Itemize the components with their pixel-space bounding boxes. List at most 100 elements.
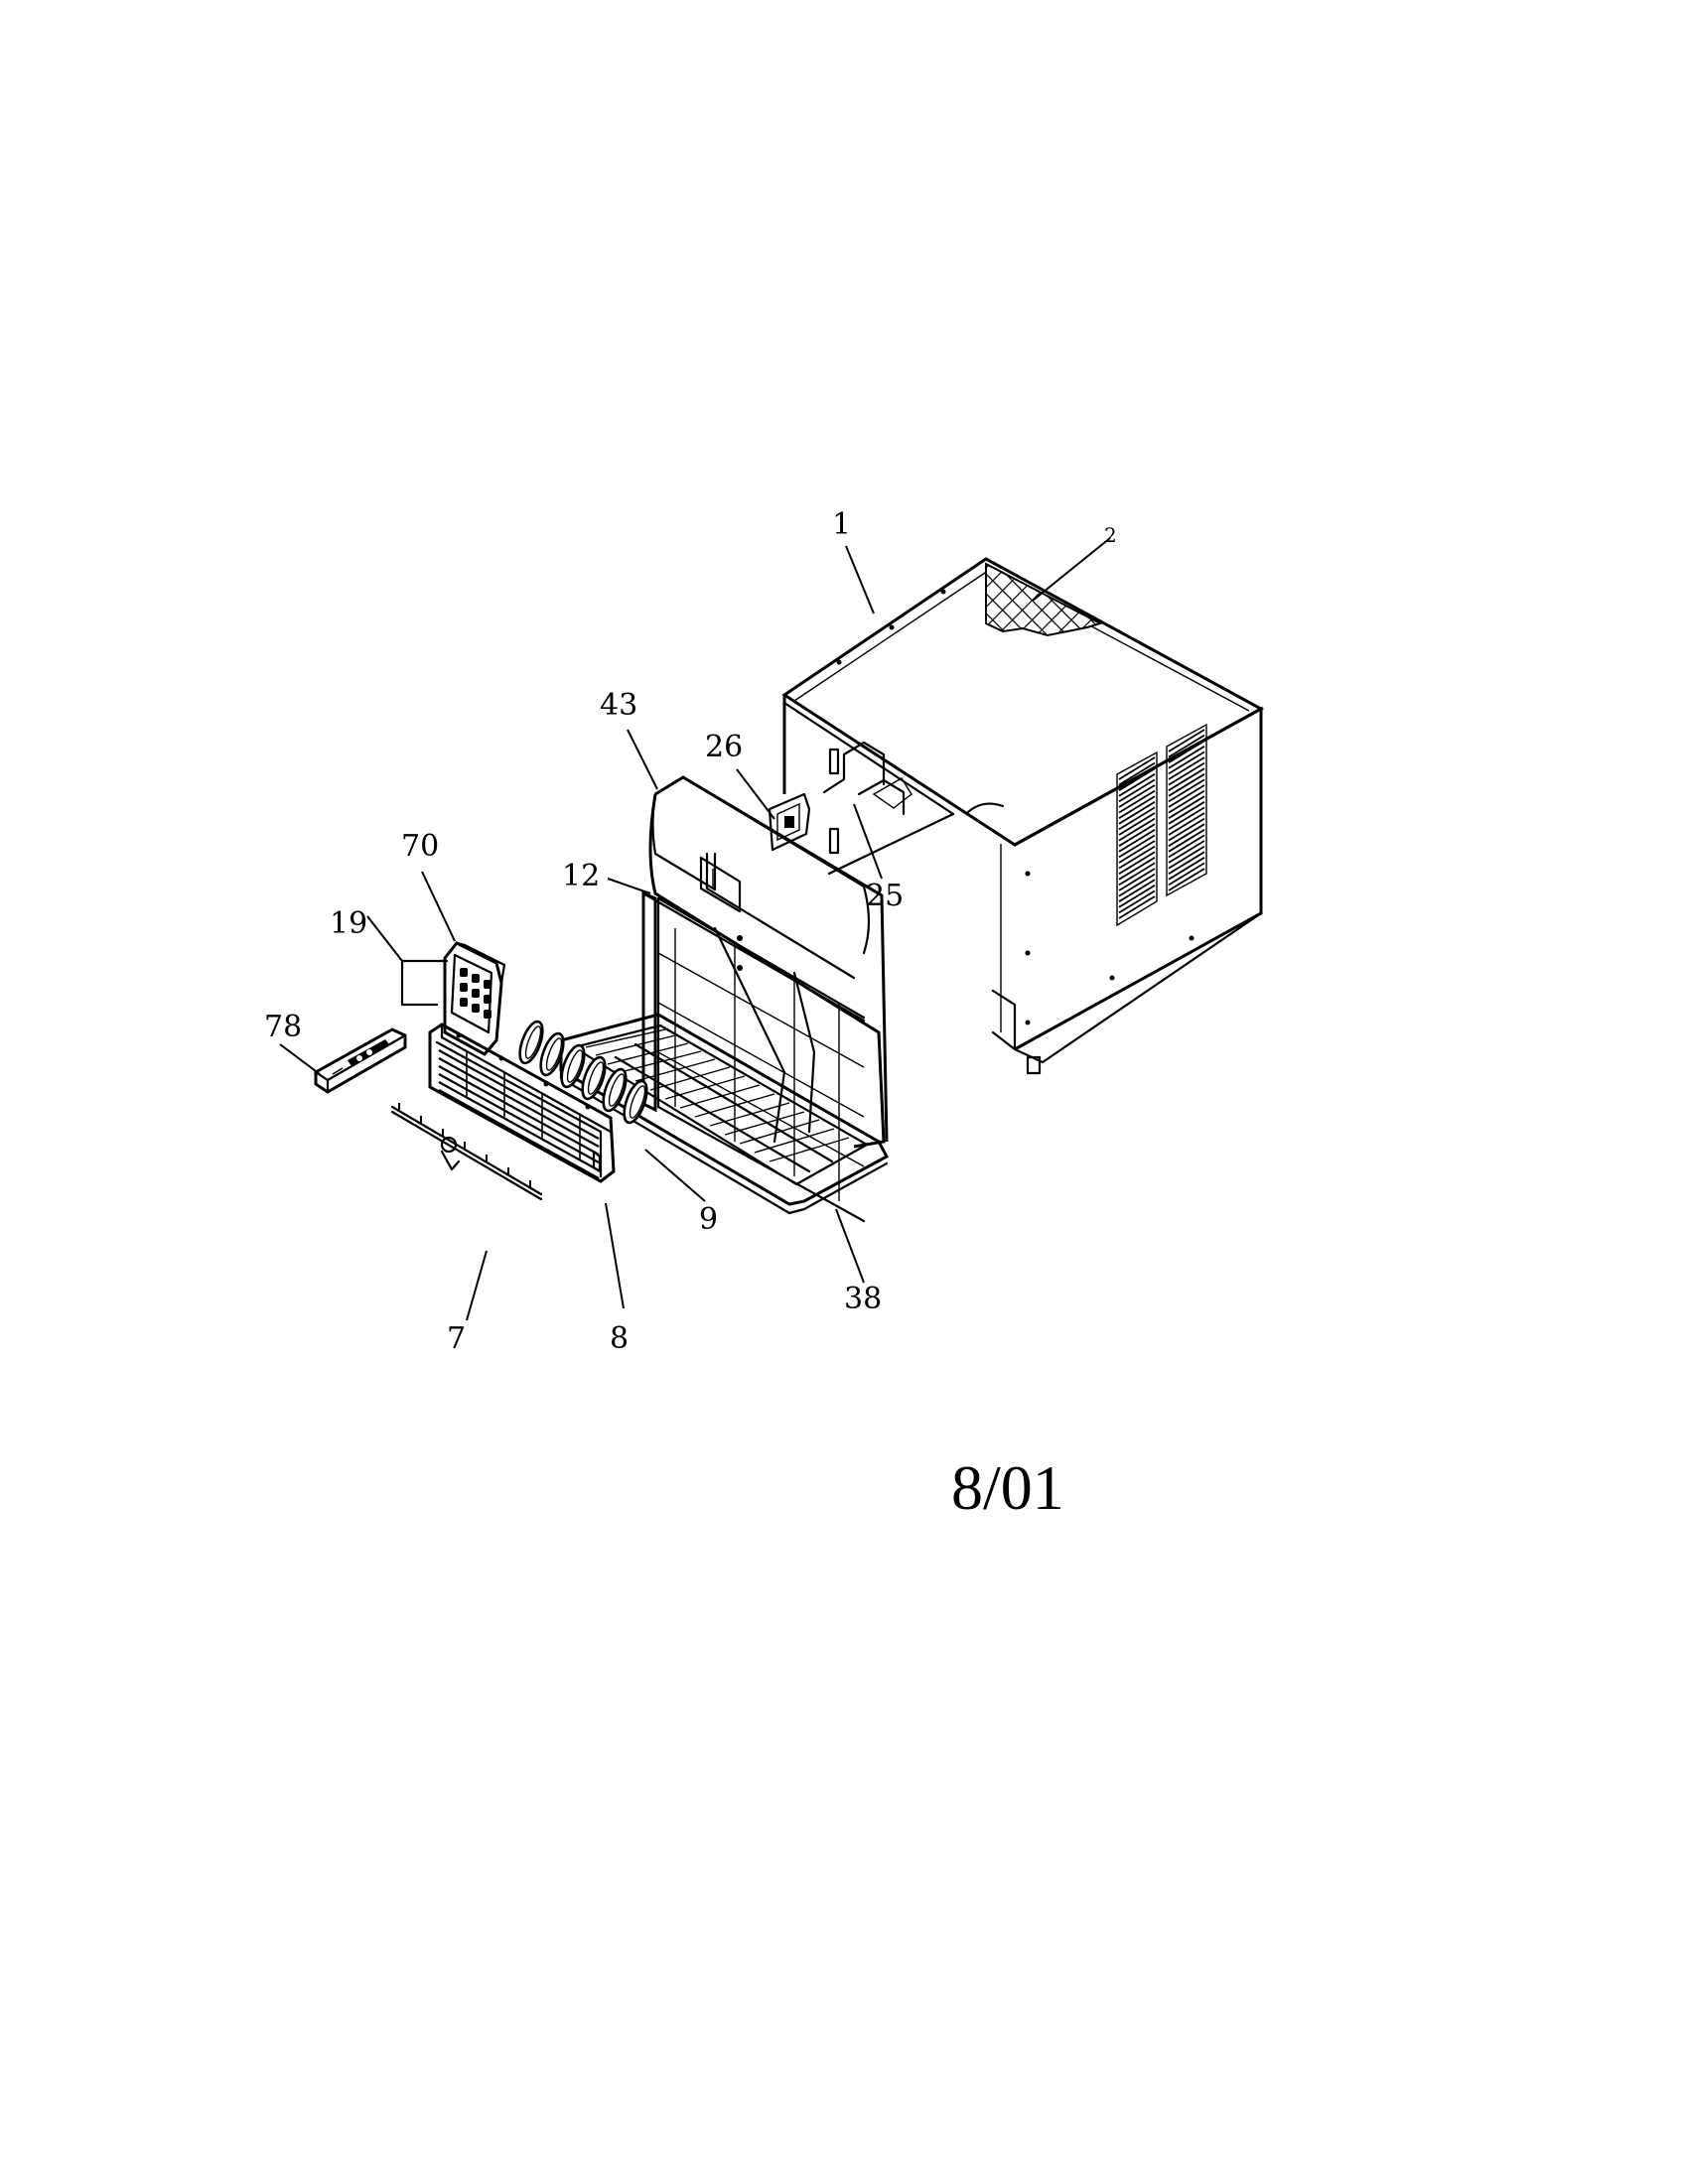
keypad-key xyxy=(460,983,468,992)
louver-slot xyxy=(1168,823,1205,847)
deflector-disc xyxy=(518,1020,544,1065)
grille-slat xyxy=(438,1081,600,1171)
louver-slot xyxy=(1168,729,1205,752)
keypad-key xyxy=(472,974,480,983)
louver-slot xyxy=(1168,851,1205,875)
deflector-disc xyxy=(539,1031,565,1077)
callout-7: 7 xyxy=(447,1321,466,1356)
louver-slot xyxy=(1168,829,1205,853)
keypad-key xyxy=(460,998,468,1007)
deflector-disc xyxy=(623,1079,648,1125)
louver-slot xyxy=(1118,795,1156,819)
louver-slot xyxy=(1118,895,1156,919)
louver-slot xyxy=(1118,857,1156,881)
louver-slot xyxy=(1118,756,1156,780)
control-panel-part-70 xyxy=(443,941,506,1056)
louver-slot xyxy=(1168,746,1205,769)
louver-slot xyxy=(1118,873,1156,897)
louver-slot xyxy=(1118,789,1156,814)
side-louvers xyxy=(1116,723,1207,927)
louver-slot xyxy=(1118,885,1156,908)
callout-25: 25 xyxy=(866,879,904,913)
louver-slot xyxy=(1168,862,1205,887)
keypad-key xyxy=(472,989,480,998)
louver-slot xyxy=(1168,817,1205,842)
callout-12: 12 xyxy=(562,859,600,893)
louver-slot xyxy=(1118,767,1156,791)
keypad-key xyxy=(484,995,491,1004)
louver-slot xyxy=(1118,840,1156,864)
louver-slot xyxy=(1118,806,1156,831)
louver-slot xyxy=(1118,879,1156,902)
grille-slat xyxy=(438,1089,600,1179)
cabinet-part-1 xyxy=(781,557,1265,1075)
callout-9: 9 xyxy=(699,1202,718,1237)
mesh-panel-part-2 xyxy=(985,562,1103,637)
callout-1: 1 xyxy=(832,507,851,542)
deflector-disc xyxy=(581,1055,607,1101)
louver-slot xyxy=(1168,751,1205,775)
callout-38: 38 xyxy=(844,1282,882,1316)
callout-8: 8 xyxy=(610,1321,629,1356)
louver-slot xyxy=(1118,801,1156,825)
keypad-key xyxy=(484,1010,491,1019)
filter-part-12 xyxy=(641,890,866,1113)
date-code: 8/01 xyxy=(951,1452,1064,1523)
callout-26: 26 xyxy=(705,730,743,764)
louver-slot xyxy=(1168,801,1205,825)
louver-slot xyxy=(1118,812,1156,836)
louver-slot xyxy=(1168,834,1205,859)
callout-43: 43 xyxy=(600,688,637,723)
louver-slot xyxy=(1118,778,1156,803)
grille-slat xyxy=(438,1057,600,1148)
inner-bracket-part-25 xyxy=(822,741,955,876)
deflector-disc xyxy=(560,1043,586,1089)
bottom-tray-part-38 xyxy=(559,1013,890,1215)
louver-slot xyxy=(1168,756,1205,780)
louver-slot xyxy=(1118,761,1156,786)
louver-slot xyxy=(1118,845,1156,870)
air-deflectors-part-9 xyxy=(518,1020,648,1125)
louver-slot xyxy=(1118,773,1156,797)
remote-control-part-78 xyxy=(314,1027,407,1094)
louver-slot xyxy=(1118,784,1156,808)
grille-slat xyxy=(438,1049,600,1140)
louver-slot xyxy=(1168,778,1205,803)
front-grille-part-8 xyxy=(428,1023,616,1183)
louver-slot xyxy=(1118,851,1156,875)
grille-slat xyxy=(438,1065,600,1156)
louver-slot xyxy=(1118,868,1156,891)
louver-slot xyxy=(1168,857,1205,881)
louver-slot xyxy=(1118,889,1156,914)
callout-19: 19 xyxy=(330,906,367,941)
louver-linkage-part-7 xyxy=(390,1103,543,1201)
callout-78: 78 xyxy=(264,1010,302,1044)
side-bracket-part-26 xyxy=(768,792,811,852)
louver-slot xyxy=(1168,740,1205,763)
louver-slot xyxy=(1168,789,1205,814)
callout-2: 2 xyxy=(1104,523,1117,547)
louver-slot xyxy=(1168,767,1205,791)
louver-slot xyxy=(1168,812,1205,836)
callout-70: 70 xyxy=(401,829,439,864)
louver-slot xyxy=(1118,817,1156,842)
louver-slot xyxy=(1168,795,1205,819)
louver-slot xyxy=(1168,773,1205,797)
louver-slot xyxy=(1168,868,1205,891)
louver-slot xyxy=(1118,862,1156,887)
louver-slot xyxy=(1168,806,1205,831)
keypad-key xyxy=(484,980,491,989)
keypad-key xyxy=(472,1004,480,1013)
louver-slot xyxy=(1168,761,1205,786)
louver-slot xyxy=(1118,834,1156,859)
bracket-line-part-19 xyxy=(400,959,449,1007)
deflector-disc xyxy=(602,1067,628,1113)
louver-slot xyxy=(1168,734,1205,758)
louver-slot xyxy=(1118,829,1156,853)
louver-slot xyxy=(1168,840,1205,864)
louver-slot xyxy=(1118,823,1156,847)
louver-slot xyxy=(1168,845,1205,870)
louver-slot xyxy=(1168,784,1205,808)
keypad-key xyxy=(460,968,468,977)
